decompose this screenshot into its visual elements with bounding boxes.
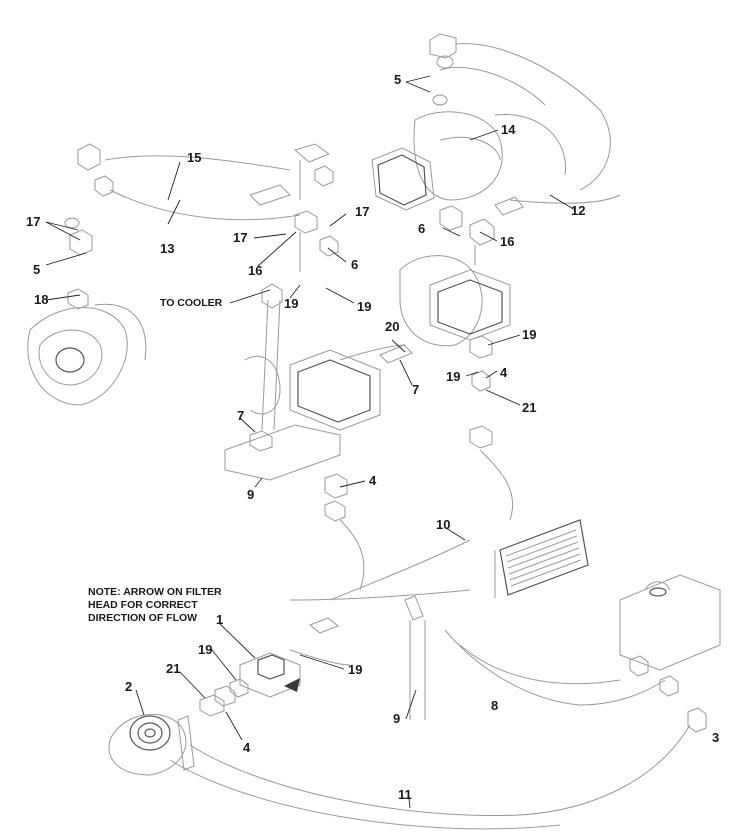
callout-2: 2	[125, 679, 133, 694]
lower-hoses	[169, 589, 691, 830]
callout-17: 17	[355, 204, 370, 219]
callout-5: 5	[33, 262, 41, 277]
callout-17: 17	[233, 230, 248, 245]
callout-21: 21	[522, 400, 537, 415]
callout-16: 16	[500, 234, 515, 249]
callout-5: 5	[394, 72, 402, 87]
callout-19: 19	[284, 296, 299, 311]
callout-21: 21	[166, 661, 181, 676]
callout-14: 14	[501, 122, 516, 137]
callout-3: 3	[712, 730, 720, 745]
callout-19: 19	[357, 299, 372, 314]
callout-20: 20	[385, 319, 400, 334]
callout-15: 15	[187, 150, 202, 165]
oil-cooler	[329, 519, 589, 601]
callout-19: 19	[348, 662, 363, 677]
callout-7: 7	[237, 408, 245, 423]
callout-19: 19	[198, 642, 213, 657]
callout-19: 19	[522, 327, 537, 342]
callout-19: 19	[446, 369, 461, 384]
upper-pump-assembly	[371, 33, 621, 265]
callout-1: 1	[216, 612, 224, 627]
callout-6: 6	[351, 257, 359, 272]
callout-17: 17	[26, 214, 41, 229]
callout-18: 18	[34, 292, 49, 307]
callout-7: 7	[412, 382, 420, 397]
upper-hoses	[77, 143, 339, 272]
callout-6: 6	[418, 221, 426, 236]
callout-4: 4	[369, 473, 377, 488]
center-manifold	[224, 283, 413, 591]
callout-13: 13	[160, 241, 175, 256]
callout-9: 9	[247, 487, 255, 502]
note-line-3: DIRECTION OF FLOW	[88, 612, 198, 624]
note-line-1: NOTE: ARROW ON FILTER	[88, 586, 222, 598]
leader-lines	[45, 75, 576, 809]
callout-4: 4	[243, 740, 251, 755]
note-line-2: HEAD FOR CORRECT	[88, 599, 198, 611]
filter-assembly	[108, 652, 301, 776]
callout-11: 11	[398, 787, 412, 802]
flow-arrow	[284, 678, 300, 692]
left-motor-assembly	[27, 217, 147, 406]
reservoir-tank	[619, 574, 721, 733]
to-cooler-label: TO COOLER	[160, 297, 223, 309]
callout-12: 12	[571, 203, 586, 218]
right-pump	[399, 255, 514, 521]
callout-9: 9	[393, 711, 401, 726]
callout-10: 10	[436, 517, 451, 532]
callout-8: 8	[491, 698, 499, 713]
callout-4: 4	[500, 365, 508, 380]
callout-16: 16	[248, 263, 263, 278]
